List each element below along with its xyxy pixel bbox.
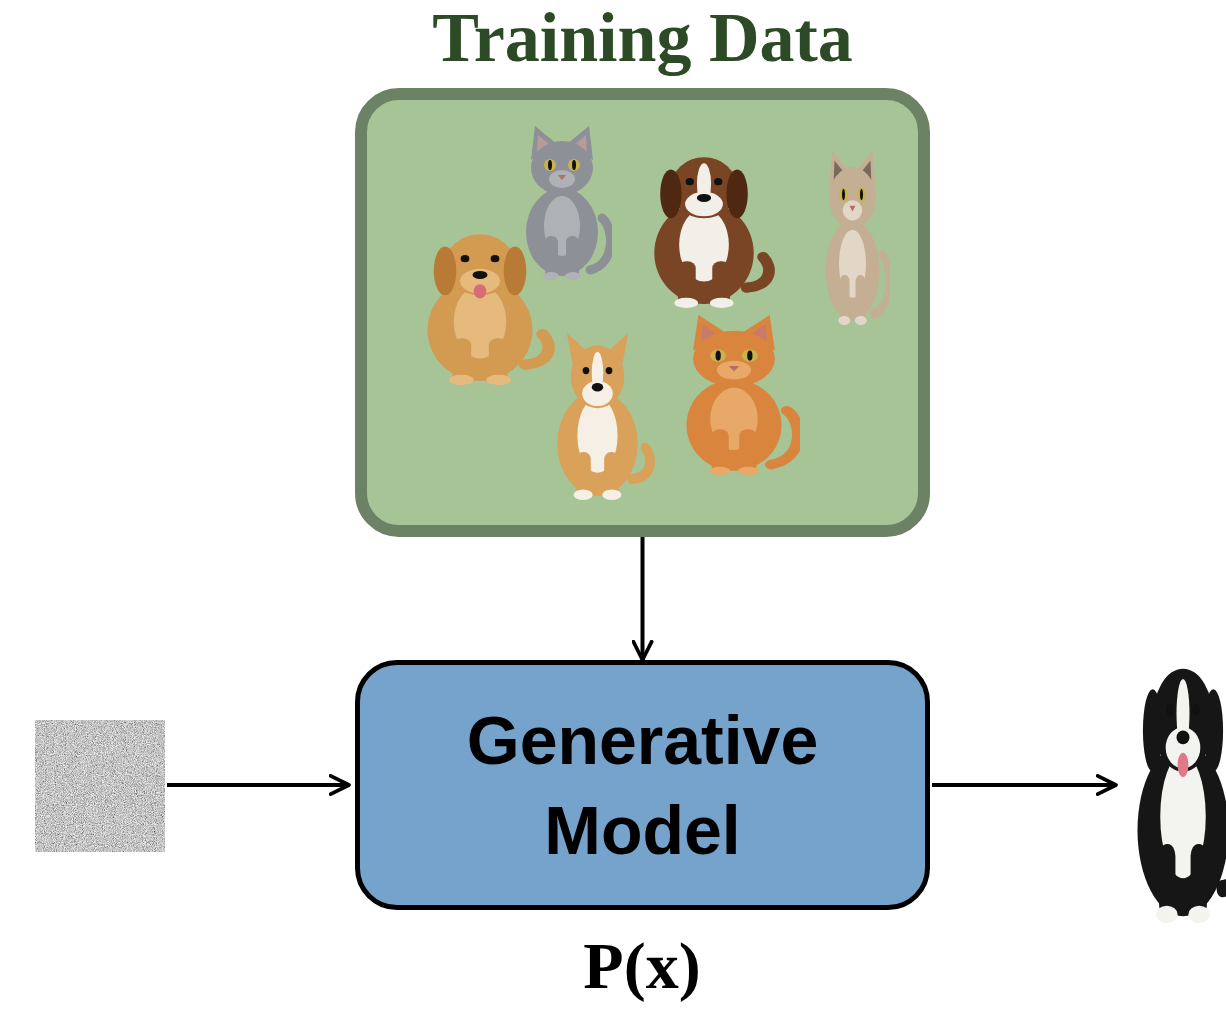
flow-arrow [641, 537, 645, 660]
training-animals [367, 100, 918, 525]
probability-label: P(x) [583, 928, 700, 1004]
box-label: Generative Model [433, 695, 853, 875]
output-arrow [932, 783, 1116, 787]
input-arrow [167, 783, 349, 787]
model-box: Generative Model [355, 660, 930, 910]
noise-image [35, 720, 165, 852]
training-data-box: Training Data [355, 88, 930, 537]
generated-dog [1138, 648, 1226, 923]
box-heading: Training Data [355, 0, 930, 78]
